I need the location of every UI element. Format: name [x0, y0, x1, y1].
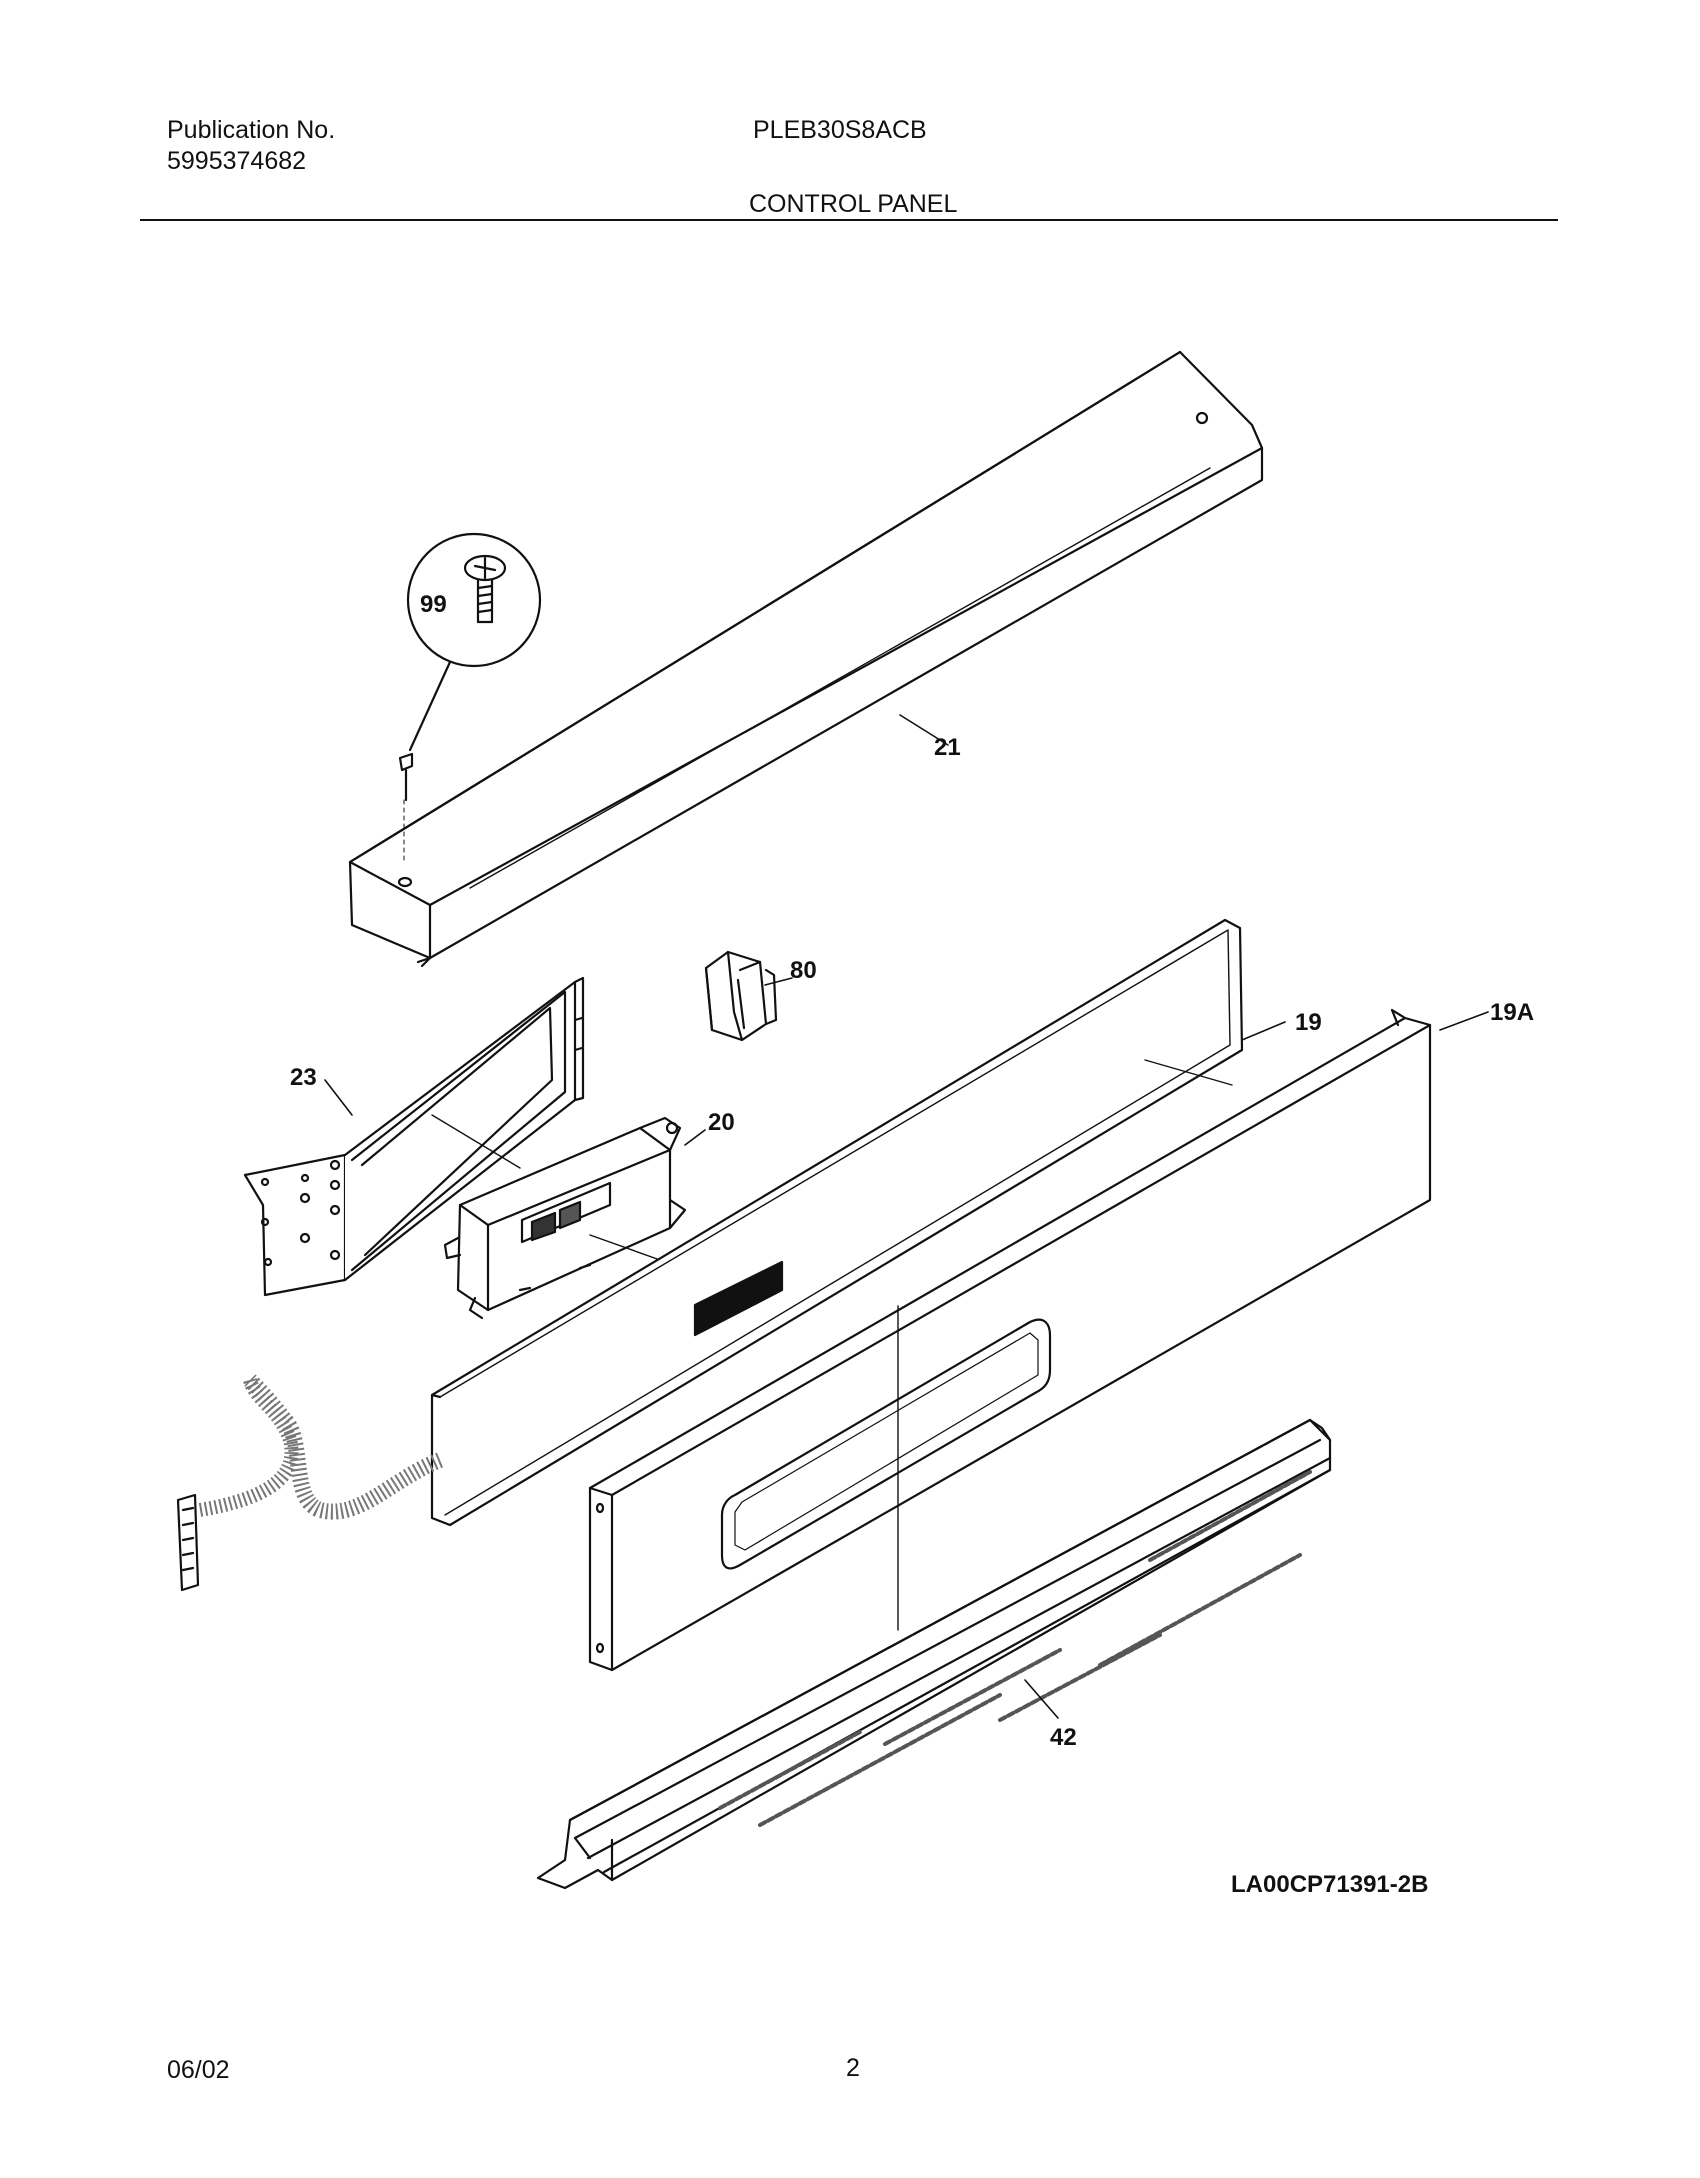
publication-label: Publication No. — [167, 116, 336, 144]
callout-21: 21 — [934, 734, 961, 761]
callout-42: 42 — [1050, 1724, 1077, 1751]
part-19-panel-back — [176, 918, 1244, 1592]
callout-99: 99 — [420, 591, 447, 618]
part-21-end-cap — [348, 350, 1264, 968]
drawing-id: LA00CP71391-2B — [1231, 1871, 1429, 1898]
part-80-spacer — [704, 950, 778, 1042]
callout-19a: 19A — [1490, 999, 1534, 1026]
callout-20: 20 — [708, 1109, 735, 1136]
leader-lines — [324, 714, 1489, 1719]
callout-19: 19 — [1295, 1009, 1322, 1036]
part-23-bracket — [243, 976, 585, 1297]
section-title: CONTROL PANEL — [749, 190, 958, 218]
part-99-screw — [398, 532, 542, 861]
page-number: 2 — [846, 2054, 860, 2082]
part-20-clock — [443, 1116, 687, 1320]
publication-number: 5995374682 — [167, 147, 307, 175]
part-42-vent-trim — [536, 1418, 1332, 1890]
header-rule — [140, 219, 1558, 221]
model-number: PLEB30S8ACB — [753, 116, 927, 144]
footer-date: 06/02 — [167, 2056, 230, 2084]
callout-23: 23 — [290, 1064, 317, 1091]
part-19a-panel-front — [588, 1008, 1432, 1672]
callout-80: 80 — [790, 957, 817, 984]
